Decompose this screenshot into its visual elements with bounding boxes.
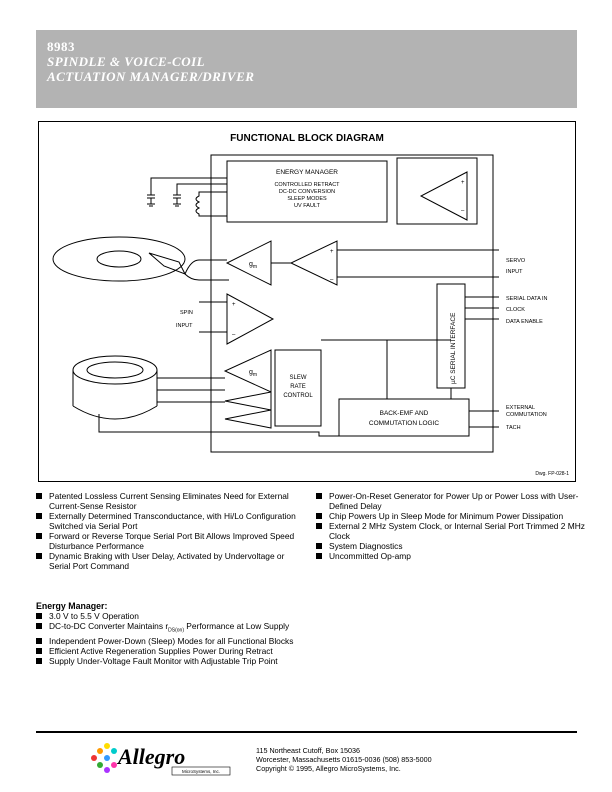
feature-item: Power-On-Reset Generator for Power Up or… [316, 491, 586, 511]
feature-item: Dynamic Braking with User Delay, Activat… [36, 551, 296, 571]
spin-opamp [226, 293, 275, 345]
uncommitted-opamp [419, 171, 468, 221]
em-line: DC-DC CONVERSION [279, 189, 335, 195]
slew-label: SLEW [289, 375, 306, 381]
energy-manager-section: Energy Manager: 3.0 V to 5.5 V Operation… [36, 601, 296, 666]
capacitor-right [173, 183, 227, 207]
minus-sign: – [232, 332, 236, 338]
input-label: INPUT [176, 323, 193, 329]
gm-amp-lower [223, 349, 272, 393]
servo-opamp [289, 240, 338, 286]
logo-wordmark: Allegro [116, 744, 185, 769]
servo-wires [271, 249, 499, 278]
spindle-motor-body [72, 370, 158, 406]
em-item: Independent Power-Down (Sleep) Modes for… [36, 636, 296, 646]
em-line: SLEEP MODES [287, 196, 327, 202]
chip-outline [210, 154, 494, 453]
energy-manager-title: ENERGY MANAGER [276, 169, 338, 176]
drawing-number: Dwg. FP-028-1 [535, 471, 569, 477]
back-emf-wires [321, 339, 499, 428]
slew-label: RATE [290, 384, 306, 390]
serial-interface-label: µC SERIAL INTERFACE [450, 312, 457, 384]
capacitor-left [147, 177, 227, 207]
em-item: Supply Under-Voltage Fault Monitor with … [36, 656, 296, 666]
allegro-logo: Allegro MicroSystems, Inc. [86, 738, 246, 778]
spindle-motor-inner [86, 361, 144, 379]
gm-sub: m [253, 264, 257, 270]
em-line: UV FAULT [294, 203, 321, 209]
footer-rule [36, 731, 577, 733]
em-item-text: DC-to-DC Converter Maintains r [49, 621, 169, 631]
functional-block-diagram: FUNCTIONAL BLOCK DIAGRAM ENERGY MANAGER … [38, 121, 576, 482]
features-left: Patented Lossless Current Sensing Elimin… [36, 491, 296, 571]
title-banner: 8983 SPINDLE & VOICE-COIL ACTUATION MANA… [36, 30, 577, 108]
driver-triangle-1 [224, 391, 272, 411]
em-item: Efficient Active Regeneration Supplies P… [36, 646, 296, 656]
servo-label: SERVO [506, 258, 526, 264]
svg-text:gm: gm [249, 369, 257, 378]
input-label: INPUT [506, 269, 523, 275]
inductor [195, 191, 227, 217]
serial-data-in-label: SERIAL DATA IN [506, 296, 547, 302]
em-item-tail: Performance at Low Supply [183, 621, 290, 631]
em-item: 3.0 V to 5.5 V Operation [36, 611, 296, 621]
logo-sub: MicroSystems, Inc. [182, 769, 220, 774]
diagram-title: FUNCTIONAL BLOCK DIAGRAM [230, 133, 384, 144]
feature-item: Patented Lossless Current Sensing Elimin… [36, 491, 296, 511]
energy-manager-heading: Energy Manager: [36, 601, 108, 611]
minus-sign: – [461, 208, 465, 214]
gm-label: g [249, 369, 253, 376]
feature-item: System Diagnostics [316, 541, 586, 551]
plus-sign: + [232, 302, 236, 308]
back-emf-block [338, 398, 470, 437]
logo-dots [91, 743, 117, 773]
feature-item: External 2 MHz System Clock, or Internal… [316, 521, 586, 541]
external-label: EXTERNAL [506, 405, 535, 411]
serial-wires [465, 296, 499, 320]
title-line-2: ACTUATION MANAGER/DRIVER [47, 69, 255, 84]
commutation-label: COMMUTATION [506, 412, 547, 418]
features-right: Power-On-Reset Generator for Power Up or… [316, 491, 586, 561]
back-emf-label: BACK-EMF AND [380, 410, 429, 417]
logo-sub-box [171, 766, 231, 776]
feature-item: Chip Powers Up in Sleep Mode for Minimum… [316, 511, 586, 521]
spin-label: SPIN [180, 310, 193, 316]
actuator-arm [148, 252, 187, 275]
voice-coil-wire [184, 259, 229, 281]
address-line-2: Worcester, Massachusetts 01615-0036 (508… [256, 755, 432, 764]
company-address: 115 Northeast Cutoff, Box 15036 Worceste… [256, 746, 432, 773]
data-enable-label: DATA ENABLE [506, 319, 543, 325]
rds-subscript: DS(on) [168, 627, 184, 634]
disk-outer [52, 236, 186, 282]
title-line-1: SPINDLE & VOICE-COIL [47, 54, 206, 69]
slew-label: CONTROL [283, 393, 313, 399]
feature-item: Externally Determined Transconductance, … [36, 511, 296, 531]
feature-item: Uncommitted Op-amp [316, 551, 586, 561]
plus-sign: + [461, 180, 465, 186]
spin-input-wires [199, 301, 227, 333]
feature-item: Forward or Reverse Torque Serial Port Bi… [36, 531, 296, 551]
driver-triangle-2 [224, 409, 272, 429]
opamp-box [396, 157, 478, 225]
back-emf-label: COMMUTATION LOGIC [369, 420, 439, 427]
copyright: Copyright © 1995, Allegro MicroSystems, … [256, 764, 401, 773]
plus-sign: + [330, 249, 334, 255]
em-line: CONTROLLED RETRACT [274, 182, 340, 188]
part-number: 8983 [47, 39, 75, 54]
svg-text:gm: gm [249, 261, 257, 270]
em-item: DC-to-DC Converter Maintains rDS(on) Per… [36, 621, 296, 636]
gm-sub: m [253, 372, 257, 378]
spindle-motor-base [72, 405, 158, 420]
clock-label: CLOCK [506, 307, 525, 313]
motor-wires [98, 377, 339, 437]
gm-label: g [249, 261, 253, 268]
minus-sign: – [330, 277, 334, 283]
address-line-1: 115 Northeast Cutoff, Box 15036 [256, 746, 361, 755]
slew-rate-block [274, 349, 322, 427]
disk-hub [96, 250, 142, 268]
spindle-motor-top [72, 355, 158, 385]
tach-label: TACH [506, 425, 521, 431]
